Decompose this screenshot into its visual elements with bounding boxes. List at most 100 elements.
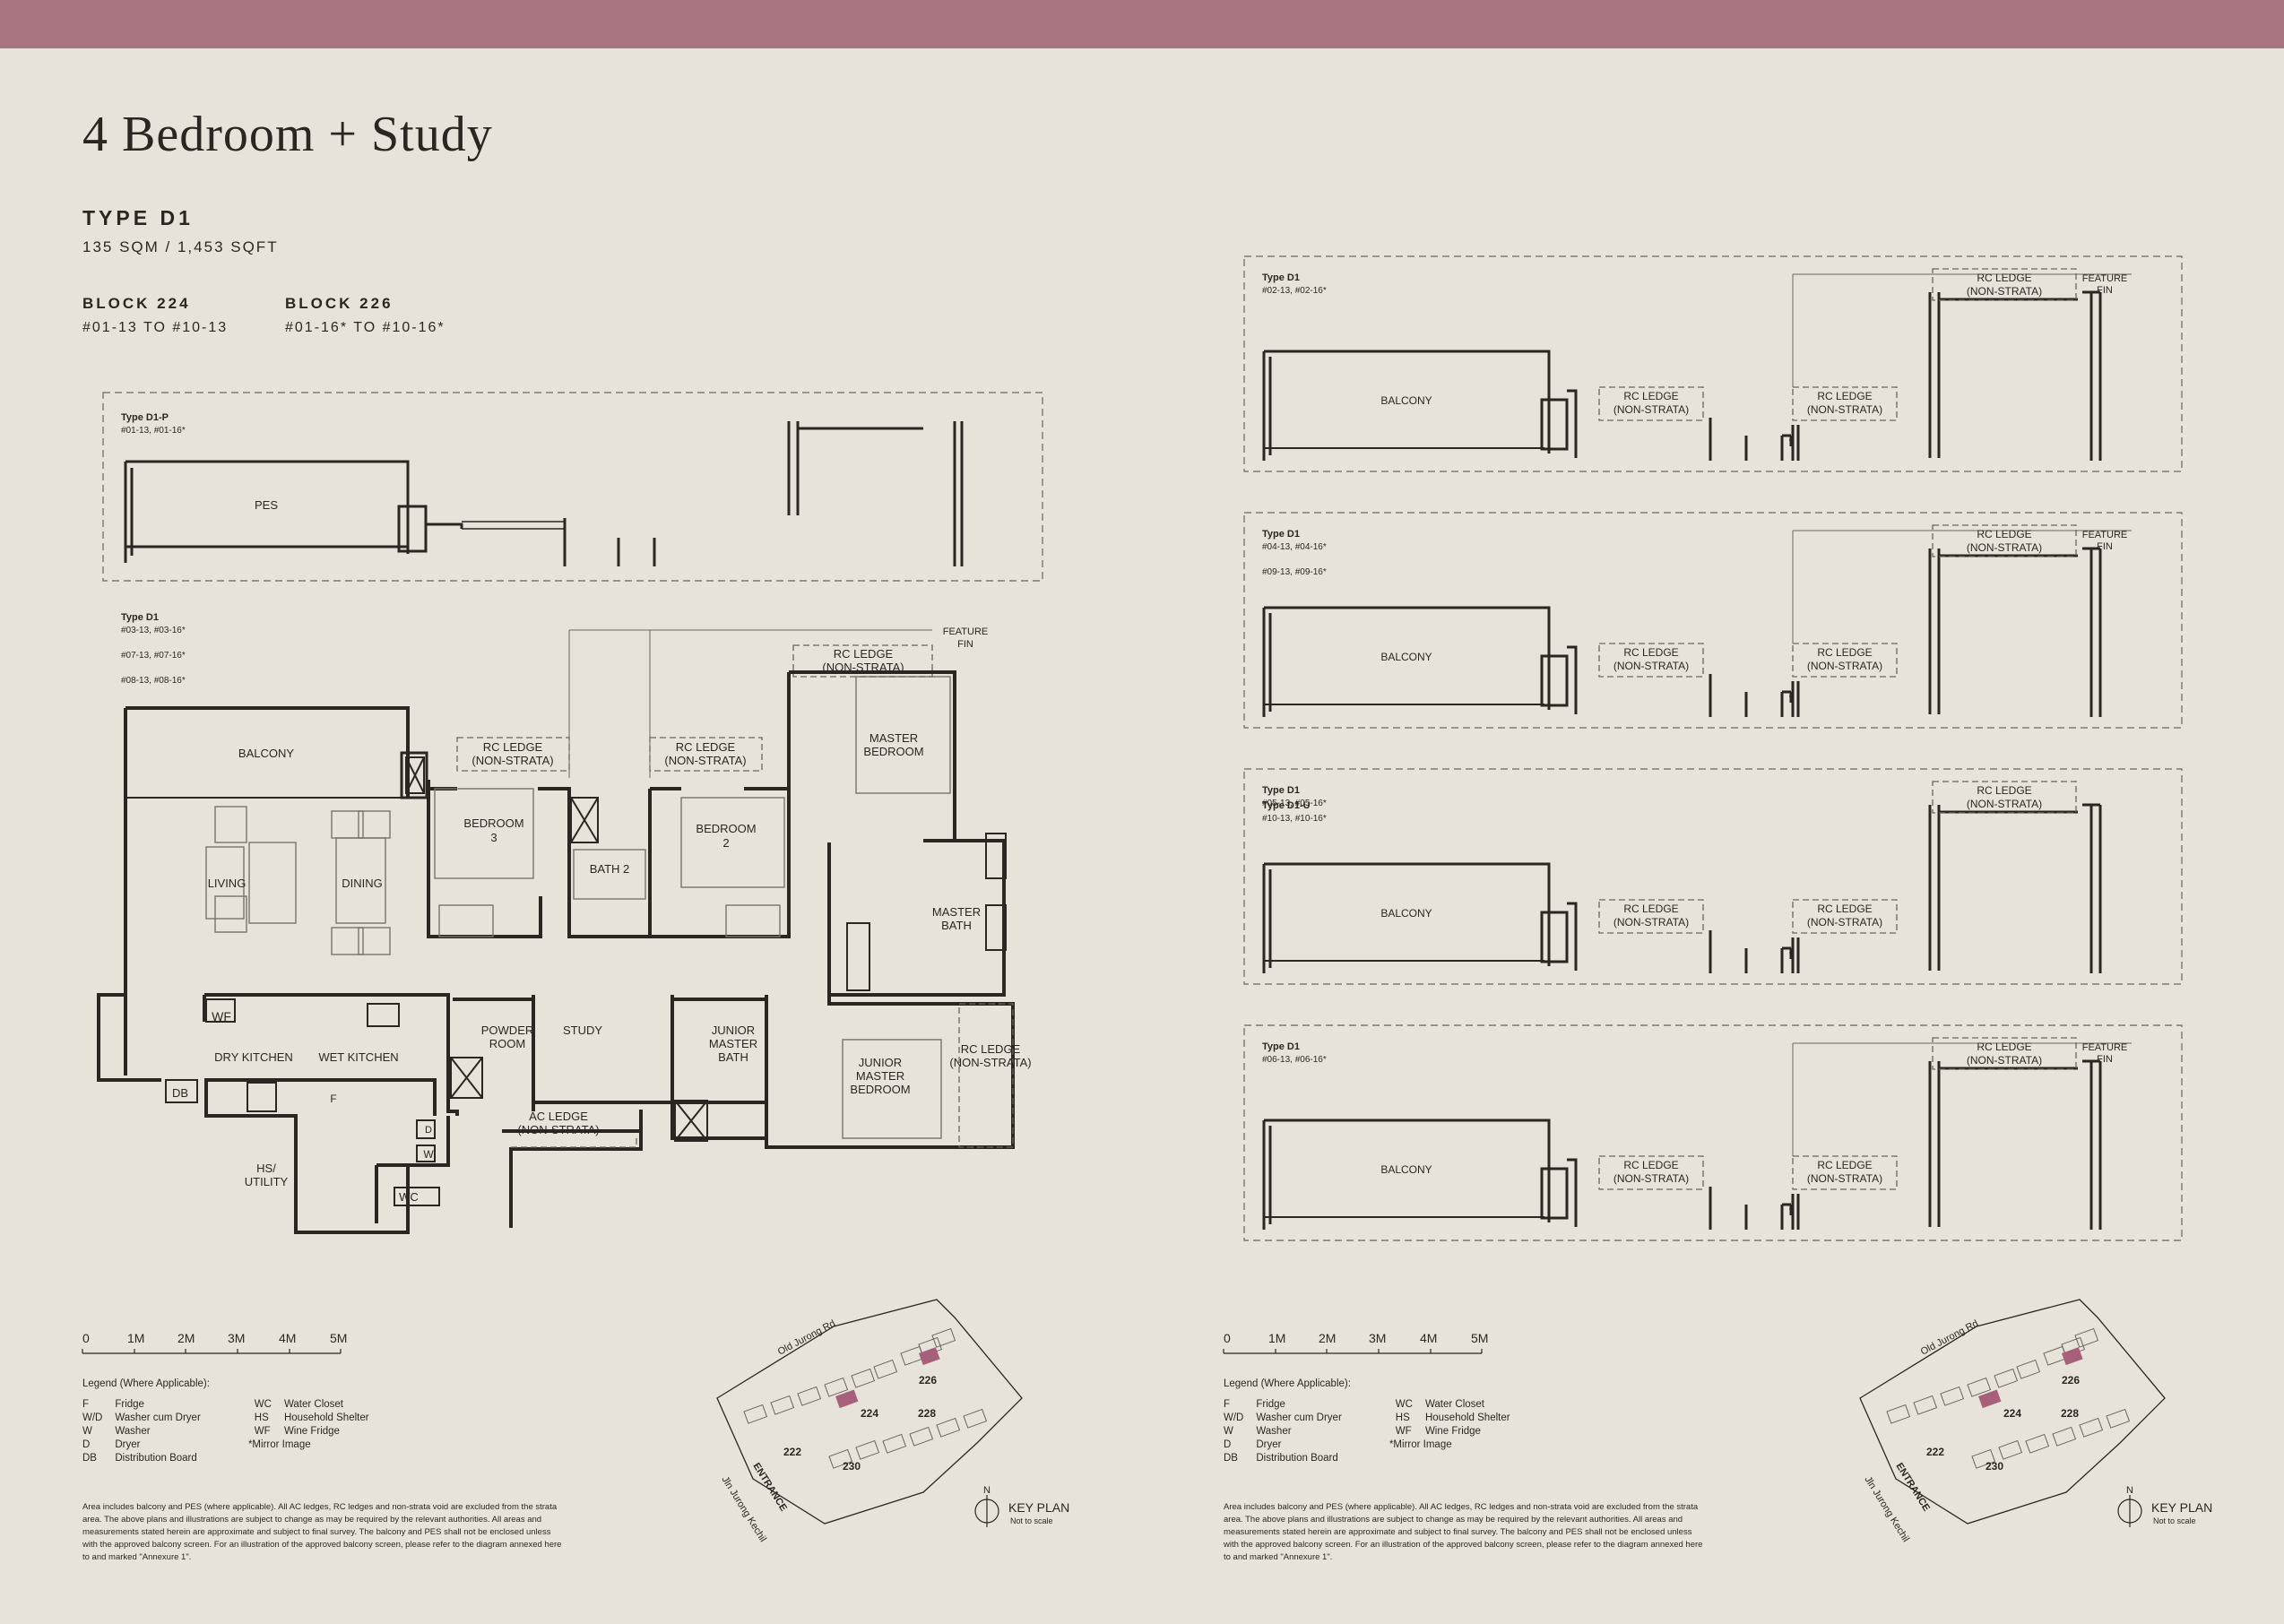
label-rc3-b: (NON-STRATA) [822,661,904,674]
disclaimer-right: Area includes balcony and PES (where app… [1224,1502,1703,1562]
variant-rc1-b: (NON-STRATA) [1614,916,1689,929]
variant-rc3-a: RC LEDGE [1977,272,2031,284]
variant-frame [1243,512,2183,729]
variant-frame [1243,768,2183,985]
key-plan-label: KEY PLAN [2151,1500,2212,1515]
label-jmbr-b: MASTER [856,1069,904,1083]
label-rc2-b: (NON-STRATA) [664,754,746,767]
main-line-1: #03-13, #03-16* [121,626,186,635]
label-bedroom3-a: BEDROOM [463,816,523,830]
main-line-2: #07-13, #07-16* [121,651,186,661]
page-title: 4 Bedroom + Study [82,107,493,162]
north-label: N [2126,1485,2133,1496]
label-ac-a: AC LEDGE [529,1110,588,1123]
main-line-3: #08-13, #08-16* [121,676,186,686]
top-bar [0,0,2284,48]
label-hs-b: UTILITY [245,1175,289,1188]
label-bedroom2-b: 2 [722,836,729,850]
variant-rc1-b: (NON-STRATA) [1614,403,1689,416]
variant-rc1-b: (NON-STRATA) [1614,1172,1689,1185]
north-label: N [983,1485,991,1496]
label-fin-b: FIN [957,639,973,650]
variant-fin-b: FIN [2097,285,2113,296]
variant-rc3-b: (NON-STRATA) [1967,285,2042,298]
key-plan-label: KEY PLAN [1008,1500,1069,1515]
block-226-units: #01-16* TO #10-16* [285,320,446,335]
entrance-label: ENTRANCE [1893,1461,1932,1513]
variant-walls [1262,803,2102,973]
variant-frame [1243,1024,2183,1241]
label-jmb-c: BATH [718,1050,748,1064]
label-fin-a: FEATURE [943,626,989,637]
label-rc3-a: RC LEDGE [834,647,894,661]
block-224-label: BLOCK 224 [82,295,191,312]
unit-area: 135 SQM / 1,453 SQFT [82,238,279,255]
svg-text:3M: 3M [1369,1331,1386,1345]
label-powder-b: ROOM [489,1037,525,1050]
main-walls [97,670,1015,1234]
svg-text:4M: 4M [279,1331,296,1345]
variant-walls [1262,547,2102,717]
block-230: 230 [843,1460,861,1473]
variant-rc3-b: (NON-STRATA) [1967,1054,2042,1067]
main-title: Type D1 [121,612,159,623]
block-222: 222 [1926,1446,1944,1458]
variant-rc1-a: RC LEDGE [1623,390,1678,402]
svg-text:5M: 5M [1471,1331,1488,1345]
variant-rc2-a: RC LEDGE [1817,903,1872,915]
block-230: 230 [1986,1460,2003,1473]
svg-text:4M: 4M [1420,1331,1437,1345]
site-outline [716,1299,1023,1525]
variant-balcony: BALCONY [1380,651,1432,663]
disclaimer-left: Area includes balcony and PES (where app… [82,1502,562,1562]
variant-ledges [1598,524,2077,678]
label-jmbr-c: BEDROOM [850,1083,910,1096]
label-master-bedroom-b: BEDROOM [863,745,923,758]
label-d: D [425,1125,432,1136]
label-balcony: BALCONY [238,747,294,760]
block-228: 228 [918,1407,936,1420]
variant-rc2-a: RC LEDGE [1817,390,1872,402]
svg-text:0: 0 [1224,1331,1231,1345]
label-wet-kitchen: WET KITCHEN [318,1050,398,1064]
road-old-jurong: Old Jurong Rd [1919,1318,1980,1358]
block-224: 224 [2003,1407,2021,1420]
unit-type: TYPE D1 [82,206,194,229]
variant-fin-a: FEATURE [2082,1042,2128,1053]
variant-rc1-a: RC LEDGE [1623,903,1678,915]
main-labels: BALCONY LIVING DINING BEDROOM 3 BATH 2 B… [172,626,1032,1204]
variant-rc3-a: RC LEDGE [1977,784,2031,797]
label-hs-a: HS/ [256,1162,276,1175]
label-dry-kitchen: DRY KITCHEN [214,1050,293,1064]
variant-walls [1262,1059,2102,1230]
road-jln-jurong-kechil: Jln Jurong Kechil [719,1474,768,1543]
svg-text:5M: 5M [330,1331,347,1345]
variant-rc3-a: RC LEDGE [1977,528,2031,540]
variant-fin-a: FEATURE [2082,273,2128,284]
label-rc2-a: RC LEDGE [676,740,736,754]
label-rc1-a: RC LEDGE [483,740,543,754]
variant-rc2-b: (NON-STRATA) [1807,660,1882,672]
variant-title: Type D1 [1262,785,1300,796]
variant-units: #06-13, #06-16* [1262,1055,1327,1065]
d1p-walls [124,421,964,566]
label-master-bath-a: MASTER [932,905,981,919]
variant-ledges [1598,781,2077,934]
highlight-224 [835,1389,859,1409]
block-226-label: BLOCK 226 [285,295,394,312]
label-study: STUDY [563,1024,602,1037]
variant-2: Type D1#04-13, #04-16*#09-13, #09-16*FEA… [1243,512,2183,729]
entrance-label: ENTRANCE [750,1461,789,1513]
label-w: W [423,1148,434,1161]
label-rc4-b: (NON-STRATA) [949,1056,1031,1069]
label-master-bedroom-a: MASTER [869,731,918,745]
variant-rc2-a: RC LEDGE [1817,646,1872,659]
variant-leader [1792,530,2132,644]
variant-rc3-b: (NON-STRATA) [1967,541,2042,554]
